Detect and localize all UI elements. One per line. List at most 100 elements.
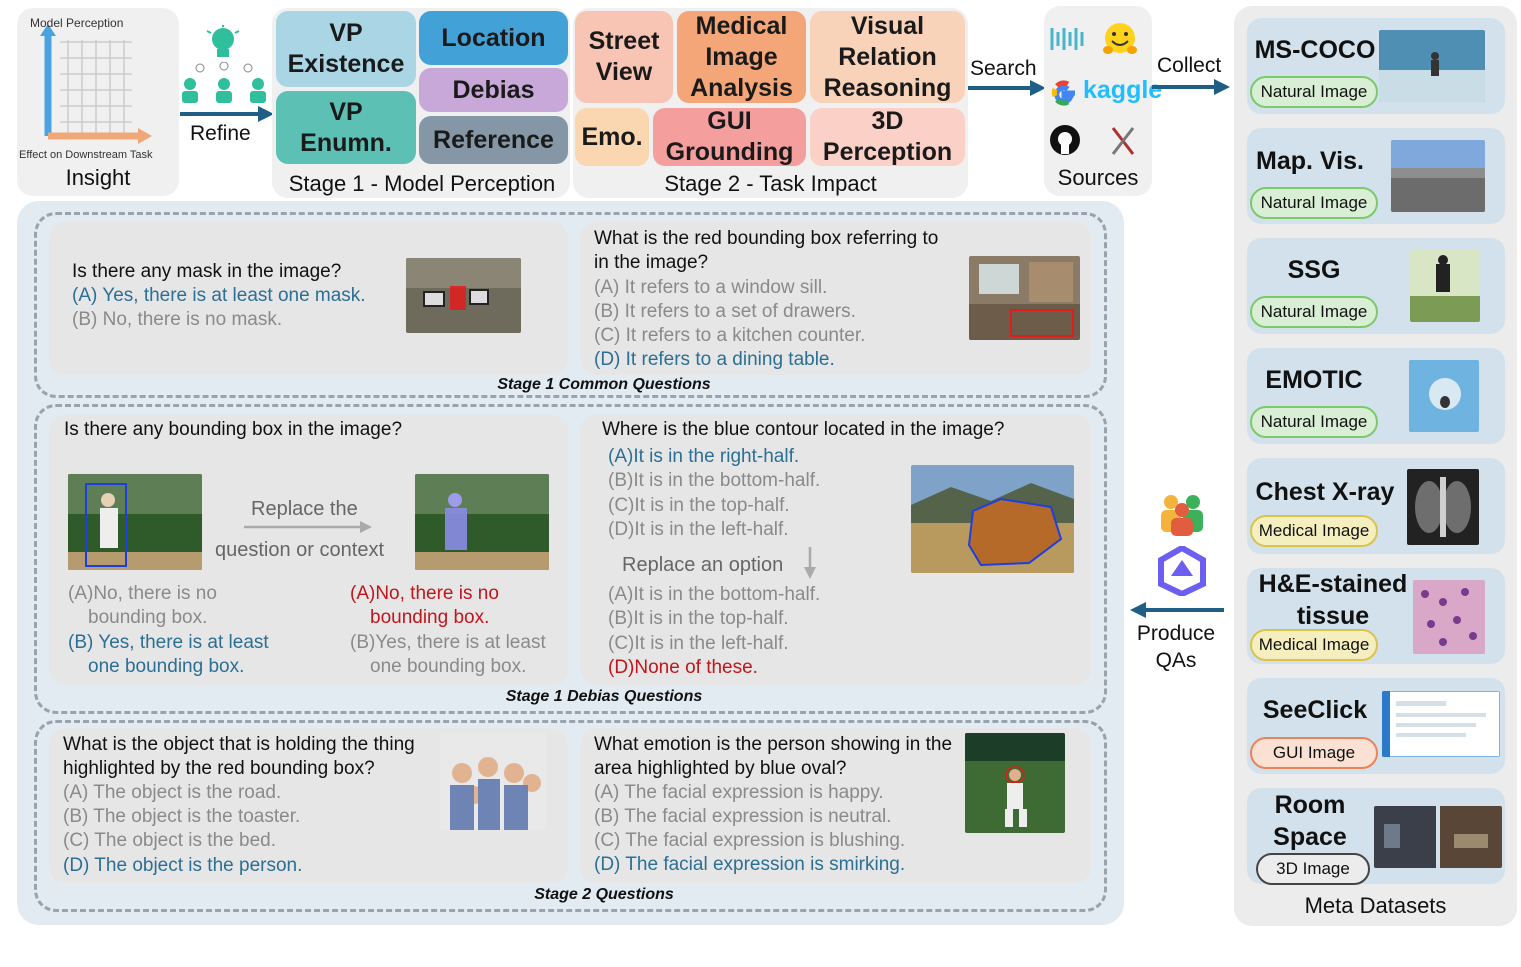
common-title: Stage 1 Common Questions — [497, 376, 711, 393]
stage2-q1-option-a: (A) The object is the road. — [63, 782, 282, 803]
debias-q1-left-b2: one bounding box. — [88, 656, 245, 677]
debias-dashed-frame — [34, 404, 1107, 714]
stage1-caption: Stage 1 - Model Perception — [288, 171, 556, 196]
insight-y-label: Model Perception — [30, 16, 124, 30]
common-q1-option-b: (B) No, there is no mask. — [72, 309, 283, 330]
debias-q1-right-a2: bounding box. — [370, 607, 490, 628]
replace-arrow-right — [244, 521, 372, 533]
dataset-name-ssg: SSG — [1287, 256, 1341, 284]
tennis-image — [965, 733, 1065, 833]
badge-emotic: Natural Image — [1250, 406, 1378, 438]
stage2q-dashed-frame — [34, 720, 1107, 912]
search-label: Search — [970, 57, 1037, 80]
badge-chest-xray: Medical Image — [1250, 515, 1378, 547]
stage2-q1-question-line1: What is the object that is holding the t… — [63, 734, 415, 755]
badge-map-vis: Natural Image — [1250, 187, 1378, 219]
tile-street-view: Street View — [575, 11, 673, 103]
debias-q1-question: Is there any bounding box in the image? — [64, 419, 403, 440]
common-q2-question-line2: in the image? — [594, 252, 709, 273]
replace-question-line2: question or context — [215, 539, 384, 561]
street-thumb — [1391, 140, 1485, 212]
insight-caption: Insight — [65, 165, 131, 190]
dataset-name-map-vis: Map. Vis. — [1256, 147, 1364, 175]
debias-q1-left-a2: bounding box. — [88, 607, 208, 628]
google-icon — [1051, 80, 1075, 106]
emotion-thumb — [1409, 360, 1479, 432]
github-icon — [1050, 125, 1080, 155]
debias-q2-new-option-b: (B)It is in the top-half. — [608, 608, 789, 629]
tile-debias: Debias — [419, 68, 568, 112]
tile-vp-existence: VP Existence — [276, 11, 416, 87]
tile-visual-relation: Visual Relation Reasoning — [810, 11, 965, 103]
kitchen-image — [969, 256, 1080, 340]
huggingface-icon — [1103, 23, 1137, 54]
dataset-name-ms-coco: MS-COCO — [1254, 36, 1376, 64]
badge-he-tissue: Medical Image — [1250, 629, 1378, 661]
debias-q1-right-a1: (A)No, there is no — [350, 583, 499, 604]
tile-vp-enum: VP Enumn. — [276, 91, 416, 164]
replace-question-line1: Replace the — [251, 498, 358, 520]
qwen-icon — [1158, 546, 1206, 596]
tile-gui-grounding: GUI Grounding — [653, 107, 806, 166]
stage2-q2-question-line1: What emotion is the person showing in th… — [594, 734, 953, 755]
stage2-q1-option-b: (B) The object is the toaster. — [63, 806, 301, 827]
debias-q2-new-option-d: (D)None of these. — [608, 657, 758, 678]
bulb-icon — [206, 25, 240, 57]
refine-arrow — [180, 106, 274, 122]
x-icon — [1111, 127, 1135, 155]
crowd-image — [440, 733, 546, 830]
insight-panel — [17, 8, 179, 196]
group-icon — [1161, 495, 1203, 536]
produce-arrow — [1130, 602, 1224, 618]
common-q2-option-a: (A) It refers to a window sill. — [594, 277, 828, 298]
room-thumb — [1374, 806, 1502, 868]
common-q2-option-d: (D) It refers to a dining table. — [594, 349, 835, 370]
xray-thumb — [1407, 469, 1479, 545]
badge-room-space: 3D Image — [1256, 853, 1370, 885]
kaggle-icon: kaggle — [1083, 76, 1163, 104]
dataset-name-chest-xray: Chest X-ray — [1255, 478, 1395, 506]
replace-arrow-down — [804, 547, 816, 579]
dataset-name-room-space: Room Space — [1273, 791, 1347, 851]
stage2-caption: Stage 2 - Task Impact — [664, 171, 877, 196]
dataset-name-seeclick: SeeClick — [1262, 696, 1368, 724]
dataset-name-he-tissue: H&E-stained tissue — [1258, 570, 1408, 630]
baseball-overlay-image — [415, 474, 549, 570]
collect-label: Collect — [1157, 54, 1222, 77]
dataset-name-emotic: EMOTIC — [1265, 366, 1363, 394]
database-icon — [1050, 28, 1084, 50]
stage2q-title: Stage 2 Questions — [534, 886, 674, 903]
badge-ssg: Natural Image — [1250, 296, 1378, 328]
zebra-image — [406, 258, 521, 333]
refine-label: Refine — [190, 122, 251, 145]
tile-emo: Emo. — [575, 108, 649, 166]
datasets-caption: Meta Datasets — [1304, 893, 1447, 918]
common-q2-option-b: (B) It refers to a set of drawers. — [594, 301, 856, 322]
tile-3d-perception: 3D Perception — [810, 107, 965, 166]
stage2-q1-option-c: (C) The object is the bed. — [63, 830, 276, 851]
produce-label: Produce QAs — [1136, 622, 1216, 672]
debias-q2-option-b: (B)It is in the bottom-half. — [608, 470, 821, 491]
common-q2-question-line1: What is the red bounding box referring t… — [594, 228, 939, 249]
baseball-bbox-image — [68, 474, 202, 570]
badge-seeclick: GUI Image — [1250, 737, 1378, 769]
stage2-q1-option-d: (D) The object is the person. — [63, 855, 303, 876]
tile-reference: Reference — [419, 116, 568, 164]
debias-q2-new-option-a: (A)It is in the bottom-half. — [608, 584, 821, 605]
debias-q2-new-option-c: (C)It is in the left-half. — [608, 633, 789, 654]
debias-q2-option-d: (D)It is in the left-half. — [608, 519, 789, 540]
stage2-q1-question-line2: highlighted by the red bounding box? — [63, 758, 375, 779]
debias-q2-question: Where is the blue contour located in the… — [602, 419, 1005, 440]
stage2-q2-option-d: (D) The facial expression is smirking. — [594, 854, 906, 875]
badge-ms-coco: Natural Image — [1250, 76, 1378, 108]
team-icon — [182, 62, 266, 103]
common-q1-question: Is there any mask in the image? — [72, 261, 342, 282]
sources-caption: Sources — [1057, 165, 1139, 190]
debias-q1-right-b1: (B)Yes, there is at least — [350, 632, 546, 653]
gui-thumb — [1382, 691, 1500, 757]
debias-q1-left-b1: (B) Yes, there is at least — [68, 632, 269, 653]
tissue-thumb — [1413, 580, 1485, 654]
insight-x-label: Effect on Downstream Task — [19, 149, 153, 161]
debias-q2-option-c: (C)It is in the top-half. — [608, 495, 790, 516]
horse-image — [911, 465, 1074, 573]
